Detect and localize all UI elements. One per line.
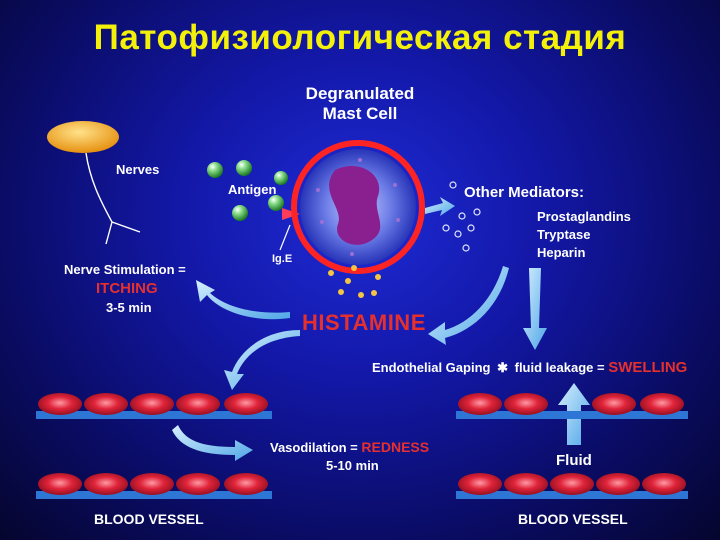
mediator-heparin: Heparin <box>537 245 586 260</box>
blood-vessel-right-label: BLOOD VESSEL <box>518 511 628 527</box>
nerve-stimulation-label: Nerve Stimulation = <box>64 262 186 277</box>
nerve-ending <box>47 121 119 153</box>
other-mediators-label: Other Mediators: <box>464 184 585 201</box>
nerves-label: Nerves <box>116 162 160 177</box>
mast-cell-nucleus <box>329 166 381 245</box>
granules <box>316 158 400 256</box>
fluid-leakage-text: fluid leakage = <box>514 360 605 375</box>
mast-cell-title: Degranulated Mast Cell <box>280 84 440 124</box>
itching-time-label: 3-5 min <box>106 300 152 315</box>
antigen-group <box>207 160 288 221</box>
slide-title: Патофизиологическая стадия <box>93 18 627 57</box>
histamine-granules <box>328 265 381 298</box>
itching-label: ITCHING <box>96 280 158 297</box>
fluid-label: Fluid <box>556 452 592 469</box>
endothelial-gaping-label: Endothelial Gaping ✱ fluid leakage = SWE… <box>372 360 687 375</box>
ige-label: Ig.E <box>272 253 293 265</box>
mast-cell-line2: Mast Cell <box>322 104 398 123</box>
arrow-to-vessel <box>224 330 300 390</box>
arrow-to-mediators <box>425 197 455 216</box>
histamine-label: HISTAMINE <box>302 310 426 335</box>
arrow-to-itching <box>196 280 290 320</box>
vessel-left-top <box>36 393 272 419</box>
blood-vessel-left-label: BLOOD VESSEL <box>94 511 204 527</box>
vessel-left-bottom <box>36 473 272 499</box>
mast-cell-ring <box>291 140 425 274</box>
mediator-granules <box>442 181 481 252</box>
endothelial-text: Endothelial Gaping <box>372 360 491 375</box>
arrow-vasodilation <box>172 425 253 461</box>
swelling-text: SWELLING <box>608 359 688 376</box>
vessel-right-top <box>456 393 688 419</box>
vasodilation-label: Vasodilation = REDNESS <box>270 439 430 456</box>
arrow-down-right <box>523 268 547 350</box>
vasodilation-time-label: 5-10 min <box>326 458 379 473</box>
mast-cell-line1: Degranulated <box>305 84 415 103</box>
mediator-tryptase: Tryptase <box>537 227 591 242</box>
nerve-fiber <box>85 152 141 245</box>
mediator-prostaglandins: Prostaglandins <box>537 209 631 224</box>
antigen-label: Antigen <box>228 182 277 197</box>
vasodilation-text: Vasodilation = <box>270 440 358 455</box>
vessel-right-bottom <box>456 473 688 499</box>
asterisk-icon: ✱ <box>497 360 508 375</box>
redness-text: REDNESS <box>361 439 430 455</box>
arrow-to-endothelial <box>428 266 509 345</box>
